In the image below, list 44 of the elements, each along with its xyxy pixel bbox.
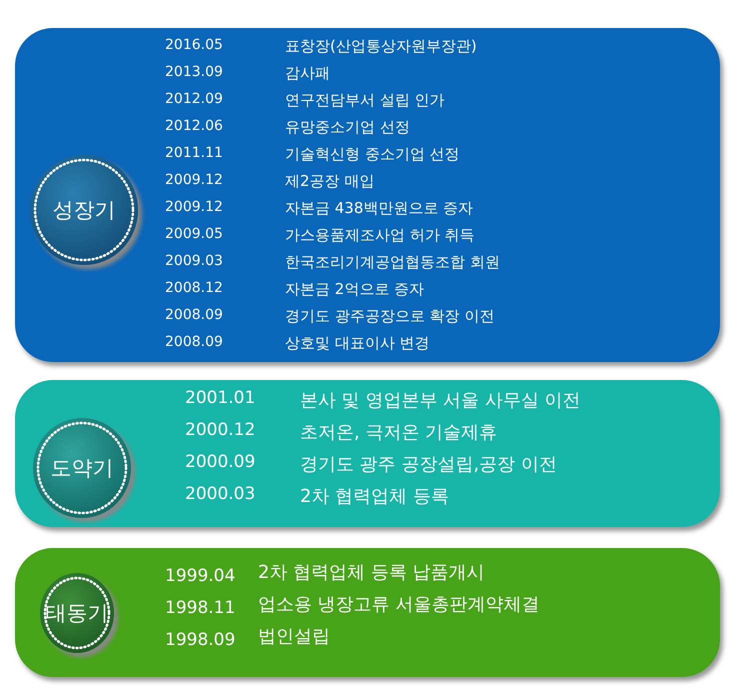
timeline-panel <box>15 28 720 362</box>
period-label: 성장기 <box>52 197 116 224</box>
event-text: 기술혁신형 중소기업 선정 <box>285 145 460 164</box>
date-text: 1998.11 <box>165 598 236 618</box>
event-text: 초저온, 극저온 기술제휴 <box>300 421 498 444</box>
timeline-panel <box>15 548 720 677</box>
event-text: 2차 협력업체 등록 <box>300 485 449 508</box>
date-text: 2000.03 <box>185 484 256 504</box>
event-text: 가스용품제조사업 허가 취득 <box>285 226 475 245</box>
event-text: 상호및 대표이사 변경 <box>285 334 430 353</box>
event-text: 본사 및 영업본부 서울 사무실 이전 <box>300 389 581 412</box>
event-text: 2차 협력업체 등록 납품개시 <box>258 561 485 584</box>
date-text: 2000.12 <box>185 420 256 440</box>
date-text: 2001.01 <box>185 388 256 408</box>
event-text: 자본금 2억으로 증자 <box>285 280 424 299</box>
event-text: 표창장(산업통상자원부장관) <box>285 37 477 56</box>
date-text: 2013.09 <box>165 64 223 80</box>
date-text: 1998.09 <box>165 630 236 650</box>
event-text: 유망중소기업 선정 <box>285 118 410 137</box>
date-text: 2008.09 <box>165 307 223 323</box>
date-text: 2008.09 <box>165 334 223 350</box>
date-text: 2011.11 <box>165 145 223 161</box>
date-text: 2012.09 <box>165 91 223 107</box>
timeline-panel <box>15 380 720 527</box>
event-text: 한국조리기계공업협동조합 회원 <box>285 253 500 272</box>
date-text: 2012.06 <box>165 118 223 134</box>
date-text: 1999.04 <box>165 566 236 586</box>
date-text: 2009.12 <box>165 172 223 188</box>
event-text: 경기도 광주공장으로 확장 이전 <box>285 307 494 326</box>
period-label: 도약기 <box>50 455 114 482</box>
event-text: 법인설립 <box>258 625 330 648</box>
event-text: 연구전담부서 설립 인가 <box>285 91 445 110</box>
period-label: 태동기 <box>44 600 110 627</box>
event-text: 자본금 438백만원으로 증자 <box>285 199 474 218</box>
event-text: 경기도 광주 공장설립,공장 이전 <box>300 453 557 476</box>
date-text: 2009.03 <box>165 253 223 269</box>
event-text: 제2공장 매입 <box>285 172 374 191</box>
date-text: 2000.09 <box>185 452 256 472</box>
date-text: 2016.05 <box>165 37 223 53</box>
date-text: 2008.12 <box>165 280 223 296</box>
event-text: 업소용 냉장고류 서울총판계약체결 <box>258 593 540 616</box>
date-text: 2009.12 <box>165 199 223 215</box>
event-text: 감사패 <box>285 64 330 83</box>
date-text: 2009.05 <box>165 226 223 242</box>
